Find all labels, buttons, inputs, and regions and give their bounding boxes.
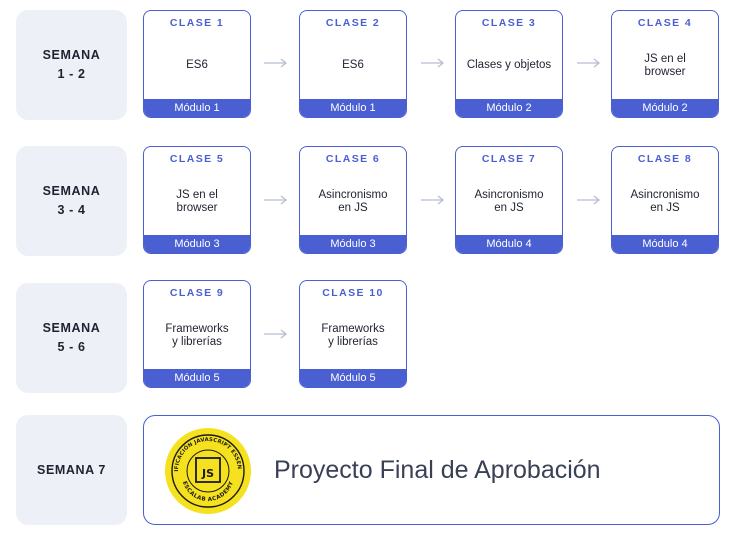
class-topic-line: JS en el <box>644 52 686 65</box>
week-label-3-4: SEMANA 3 - 4 <box>16 146 127 256</box>
arrow-right-icon <box>421 195 445 205</box>
module-tag: Módulo 3 <box>300 235 406 253</box>
class-topic-line: en JS <box>650 202 680 214</box>
module-tag: Módulo 4 <box>612 235 718 253</box>
arrow-right-icon <box>264 58 288 68</box>
class-label: CLASE 4 <box>637 17 693 29</box>
class-label: CLASE 3 <box>481 17 537 29</box>
class-label: CLASE 5 <box>169 153 225 165</box>
class-card-1: CLASE 1 ES6 Módulo 1 <box>143 10 251 118</box>
class-card-6: CLASE 6 Asincronismo en JS Módulo 3 <box>299 146 407 254</box>
certification-badge-icon: CERTIFICACIÓN JAVASCRIPT ESSENTIALS ESCA… <box>164 427 251 514</box>
class-label: CLASE 6 <box>325 153 381 165</box>
week-label-title: SEMANA <box>42 184 101 198</box>
week-label-7: SEMANA 7 <box>16 415 127 525</box>
badge-center-text: JS <box>201 467 214 480</box>
class-label: CLASE 1 <box>169 17 225 29</box>
module-tag: Módulo 3 <box>144 235 250 253</box>
class-topic-line: ES6 <box>342 59 364 72</box>
module-tag: Módulo 2 <box>456 99 562 117</box>
class-topic: Asincronismo en JS <box>304 169 402 235</box>
class-card-2: CLASE 2 ES6 Módulo 1 <box>299 10 407 118</box>
class-topic-line: browser <box>644 66 686 78</box>
class-topic: Frameworks y librerías <box>148 303 246 369</box>
class-topic: Clases y objetos <box>460 33 558 99</box>
week-label-title: SEMANA <box>42 48 101 62</box>
module-tag: Módulo 1 <box>144 99 250 117</box>
module-tag: Módulo 5 <box>144 369 250 387</box>
class-card-4: CLASE 4 JS en el browser Módulo 2 <box>611 10 719 118</box>
class-topic: ES6 <box>148 33 246 99</box>
class-topic: Asincronismo en JS <box>616 169 714 235</box>
class-label: CLASE 2 <box>325 17 381 29</box>
arrow-right-icon <box>577 195 601 205</box>
class-card-7: CLASE 7 Asincronismo en JS Módulo 4 <box>455 146 563 254</box>
module-tag: Módulo 4 <box>456 235 562 253</box>
class-topic: ES6 <box>304 33 402 99</box>
class-label: CLASE 8 <box>637 153 693 165</box>
week-label-title: SEMANA 7 <box>37 462 106 477</box>
class-topic-line: JS en el <box>176 188 218 201</box>
week-label-title: SEMANA <box>42 321 101 335</box>
class-topic-line: Frameworks <box>165 322 229 335</box>
class-topic-line: Frameworks <box>321 322 385 335</box>
class-card-3: CLASE 3 Clases y objetos Módulo 2 <box>455 10 563 118</box>
class-topic-line: Asincronismo <box>474 188 544 201</box>
class-label: CLASE 7 <box>481 153 537 165</box>
class-card-8: CLASE 8 Asincronismo en JS Módulo 4 <box>611 146 719 254</box>
class-topic-line: y librerías <box>172 336 222 348</box>
arrow-right-icon <box>421 58 445 68</box>
class-topic: Frameworks y librerías <box>304 303 402 369</box>
class-card-10: CLASE 10 Frameworks y librerías Módulo 5 <box>299 280 407 388</box>
class-label: CLASE 10 <box>322 287 384 299</box>
module-tag: Módulo 5 <box>300 369 406 387</box>
class-topic-line: y librerías <box>328 336 378 348</box>
class-topic: JS en el browser <box>616 33 714 99</box>
class-card-5: CLASE 5 JS en el browser Módulo 3 <box>143 146 251 254</box>
week-label-range: 5 - 6 <box>57 340 86 354</box>
week-label-range: 1 - 2 <box>57 67 86 81</box>
class-topic-line: ES6 <box>186 59 208 72</box>
class-topic-line: Asincronismo <box>318 188 388 201</box>
final-project-card: CERTIFICACIÓN JAVASCRIPT ESSENTIALS ESCA… <box>143 415 720 525</box>
week-label-1-2: SEMANA 1 - 2 <box>16 10 127 120</box>
arrow-right-icon <box>264 195 288 205</box>
class-topic-line: Clases y objetos <box>466 59 552 72</box>
week-label-5-6: SEMANA 5 - 6 <box>16 283 127 393</box>
class-topic: JS en el browser <box>148 169 246 235</box>
arrow-right-icon <box>577 58 601 68</box>
class-card-9: CLASE 9 Frameworks y librerías Módulo 5 <box>143 280 251 388</box>
class-topic-line: browser <box>176 202 218 214</box>
class-topic-line: Asincronismo <box>630 188 700 201</box>
arrow-right-icon <box>264 329 288 339</box>
module-tag: Módulo 2 <box>612 99 718 117</box>
final-project-title: Proyecto Final de Aprobación <box>274 455 601 484</box>
module-tag: Módulo 1 <box>300 99 406 117</box>
class-topic-line: en JS <box>338 202 368 214</box>
class-label: CLASE 9 <box>169 287 225 299</box>
week-label-range: 3 - 4 <box>57 203 86 217</box>
class-topic: Asincronismo en JS <box>460 169 558 235</box>
class-topic-line: en JS <box>494 202 524 214</box>
